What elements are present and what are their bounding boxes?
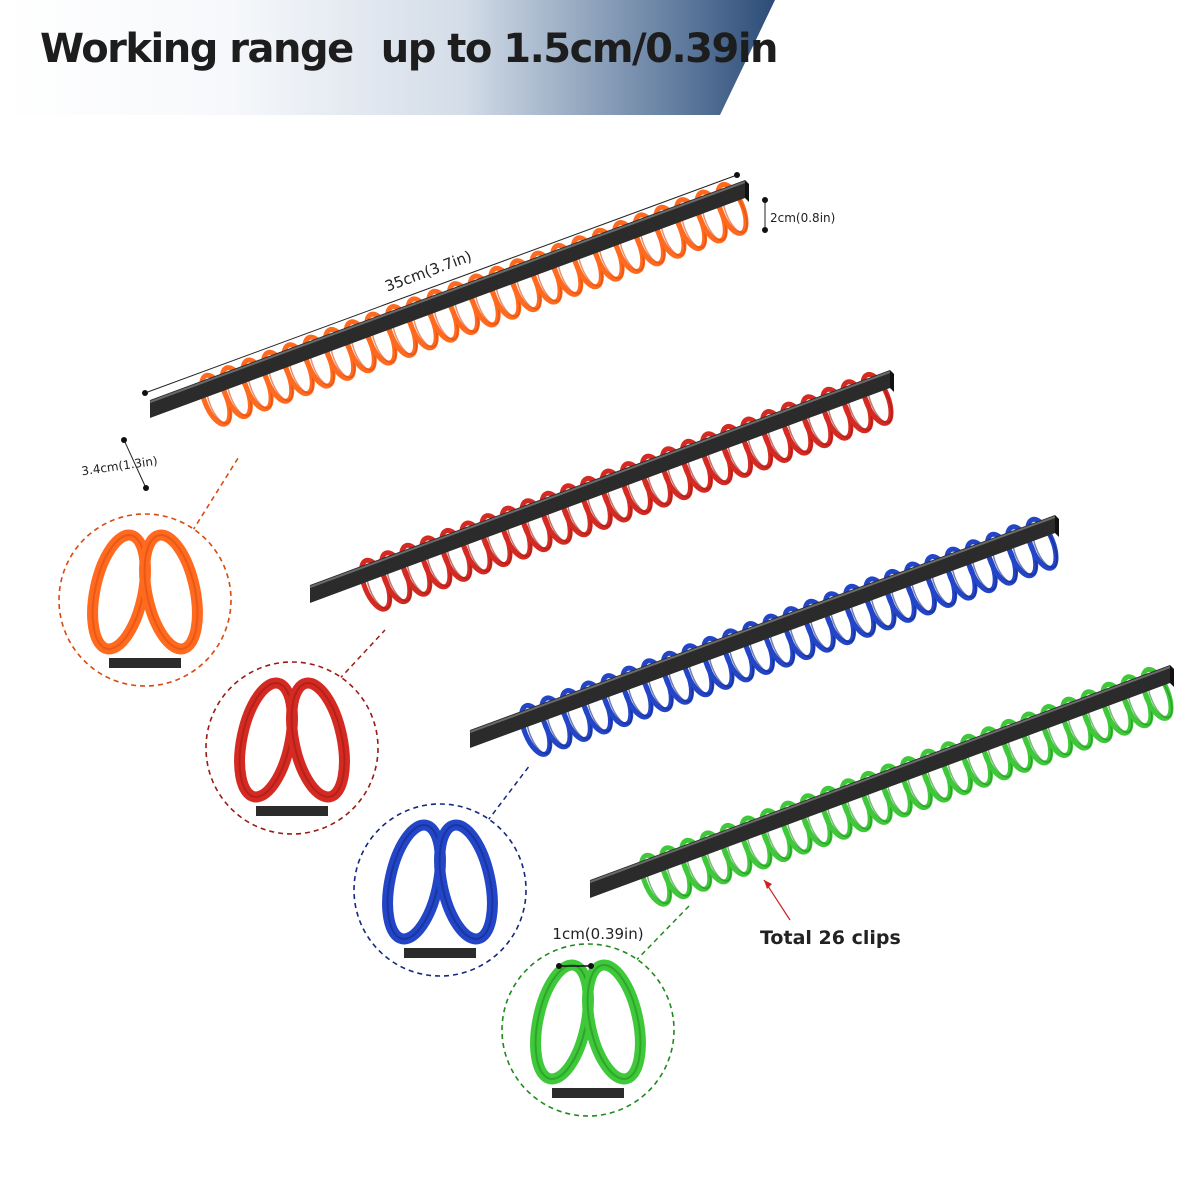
rail-red — [309, 370, 894, 612]
title-range-value: up to 1.5cm/0.39in — [380, 26, 779, 72]
detail-clip-edge — [586, 964, 642, 1080]
rail-end-cap — [745, 180, 749, 202]
rail-bar — [310, 370, 890, 603]
dimension-dot — [762, 227, 768, 233]
rail-green — [589, 665, 1174, 907]
depth-dimension-line — [123, 439, 147, 489]
detail-leader-line — [486, 764, 531, 822]
length-dimension-line — [144, 174, 738, 394]
height-dimension: 2cm(0.8in) — [762, 197, 835, 233]
rail-end-cap — [890, 370, 894, 392]
rail-bar — [150, 180, 745, 418]
rail-end-cap — [1170, 665, 1174, 687]
detail-rail-slice — [109, 658, 181, 668]
length-dimension: 35cm(3.7in) — [142, 172, 740, 396]
dimension-dot — [588, 963, 594, 969]
dimension-dot — [762, 197, 768, 203]
clip-row-blue — [519, 516, 1059, 757]
detail-rail-slice — [256, 806, 328, 816]
rail-orange — [149, 180, 749, 427]
rail-highlight — [149, 181, 746, 403]
page-title: Working range up to 1.5cm/0.39in — [40, 26, 779, 72]
detail-orange — [58, 454, 241, 687]
dimension-dot — [121, 437, 127, 443]
dimension-dot — [556, 963, 562, 969]
detail-blue — [353, 764, 531, 977]
detail-clip-edge — [290, 682, 346, 798]
rail-highlight — [309, 371, 891, 588]
detail-clip-edge — [438, 824, 494, 940]
rail-bar — [590, 665, 1170, 898]
detail-clip-edge — [143, 534, 199, 650]
rail-highlight — [469, 516, 1056, 733]
rail-bar — [470, 515, 1055, 748]
detail-leader-line — [338, 629, 386, 680]
total-clips-callout: Total 26 clips — [760, 879, 901, 949]
clip-row-red — [358, 371, 894, 612]
clip-gap-label: 1cm(0.39in) — [552, 925, 643, 943]
rail-blue — [469, 515, 1059, 757]
total-clips-label: Total 26 clips — [760, 927, 901, 949]
height-label: 2cm(0.8in) — [770, 211, 835, 225]
detail-rail-slice — [404, 948, 476, 958]
rail-end-cap — [1055, 515, 1059, 537]
detail-leader-line — [191, 454, 241, 532]
clip-gap-dimension: 1cm(0.39in) — [552, 925, 644, 969]
title-working-range: Working range — [40, 26, 354, 72]
depth-label: 3.4cm(1.3in) — [80, 454, 158, 479]
detail-red — [205, 629, 386, 835]
header-banner — [0, 0, 775, 115]
clip-detail-circles — [58, 454, 691, 1117]
rail-highlight — [589, 666, 1171, 883]
dimension-dot — [142, 390, 148, 396]
depth-dimension: 3.4cm(1.3in) — [80, 437, 158, 491]
dimension-dot — [734, 172, 740, 178]
dimension-dot — [143, 485, 149, 491]
callout-arrowhead — [764, 880, 772, 889]
detail-rail-slice — [552, 1088, 624, 1098]
clip-row-green — [638, 666, 1174, 907]
socket-rails — [149, 180, 1174, 907]
detail-leader-line — [634, 904, 691, 962]
